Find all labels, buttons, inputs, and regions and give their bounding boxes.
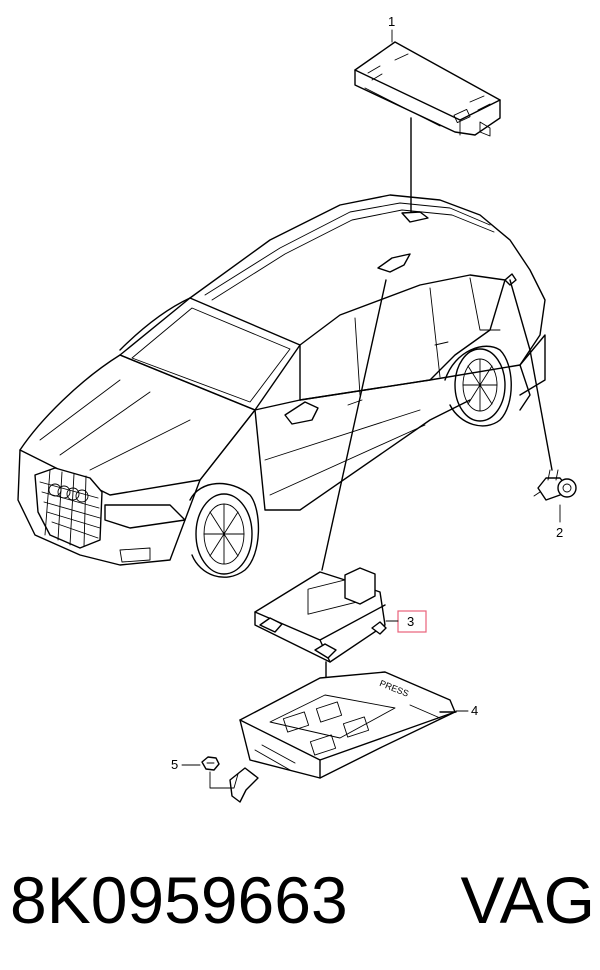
callout-2-label: 2 xyxy=(556,525,563,540)
caption-bar: 8K0959663 VAG xyxy=(10,845,595,955)
part-4-mounting-bracket: PRESS xyxy=(229,671,457,803)
callout-3-label: 3 xyxy=(407,614,414,629)
part-2-sensor xyxy=(509,279,577,501)
callout-5-label: 5 xyxy=(171,757,178,772)
part-number-text: 8K0959663 xyxy=(10,863,348,937)
part-3-control-unit xyxy=(254,567,387,663)
callout-3-highlight-box xyxy=(397,610,427,633)
car-illustration xyxy=(17,194,546,578)
callout-1-label: 1 xyxy=(388,14,395,29)
callout-4-label: 4 xyxy=(471,703,478,718)
brand-text: VAG xyxy=(460,863,595,937)
part-3-leader-line xyxy=(321,279,387,571)
part-1-roof-module xyxy=(354,41,501,137)
part-5-nut xyxy=(201,756,239,789)
parts-diagram: 1 xyxy=(17,14,577,803)
